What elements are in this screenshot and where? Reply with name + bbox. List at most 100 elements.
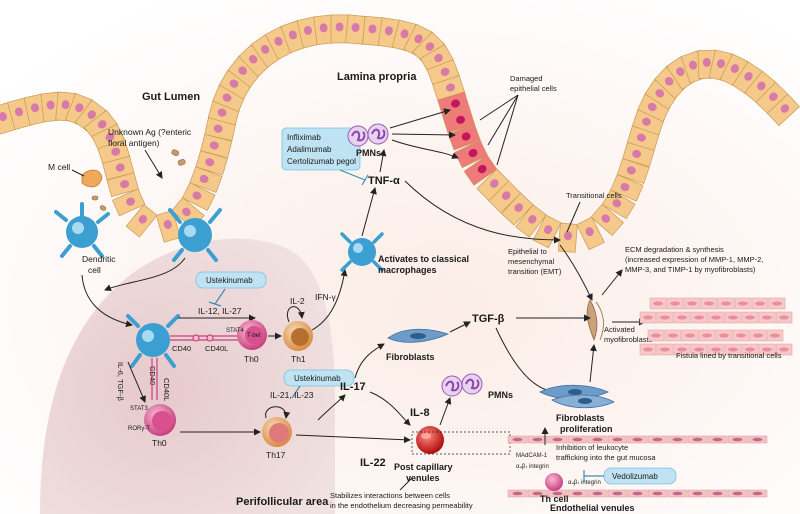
receptor-pair-top xyxy=(170,334,240,342)
th1-cell xyxy=(283,321,313,351)
fistula-cell xyxy=(690,311,708,324)
fistula-cell xyxy=(681,329,699,342)
receptor-pair-vertical xyxy=(151,358,158,400)
epithelial-cell xyxy=(40,91,62,123)
stat4-label: STAT4 xyxy=(226,328,244,334)
ustekinumab-box-1: Ustekinumab xyxy=(195,271,267,289)
th17-label: Th17 xyxy=(266,450,286,460)
damaged-epithelial-cell xyxy=(454,139,488,169)
epithelial-cell xyxy=(412,31,445,65)
epithelial-cell xyxy=(362,15,383,47)
macrophage-label-1: Activates to classical xyxy=(378,254,469,264)
fistula-cell xyxy=(700,297,718,310)
il8-label: IL-8 xyxy=(410,407,430,419)
ifn-gamma-label: IFN-γ xyxy=(315,292,337,302)
fistula-cell xyxy=(683,297,701,310)
perifollicular-area xyxy=(40,238,335,514)
endothelial-label: Endothelial venules xyxy=(550,503,635,513)
endothelial-cell xyxy=(507,489,528,498)
th-cell-small xyxy=(545,473,563,491)
myofibroblast-label-2: myofibroblasts xyxy=(604,335,653,344)
svg-text:Infliximab: Infliximab xyxy=(287,133,321,142)
endothelial-cell xyxy=(567,435,588,444)
fistula-cell xyxy=(732,329,750,342)
ecm-label-1: ECM degradation & synthesis xyxy=(625,245,724,254)
endothelial-cell xyxy=(707,489,728,498)
epithelial-cell xyxy=(330,14,349,44)
pmn-cells-bottom xyxy=(441,373,483,397)
endothelial-cell xyxy=(647,435,668,444)
epithelial-cell xyxy=(250,34,282,68)
a4b7-label-1: α₄β₇ integrin xyxy=(516,464,549,470)
antigen-particles xyxy=(91,149,186,211)
unknown-antigen-label-2: floral antigen) xyxy=(108,138,160,148)
tbet-label: T-bet xyxy=(247,333,261,339)
endothelial-cell xyxy=(627,489,648,498)
unknown-antigen-label-1: Unknown Ag (?enteric xyxy=(108,127,192,137)
fistula-cell xyxy=(768,297,786,310)
fistula-cell xyxy=(717,297,735,310)
m-cell xyxy=(81,169,103,188)
damaged-label-1: Damaged xyxy=(510,74,543,83)
epithelial-cell xyxy=(644,79,679,110)
th0-cell-bottom xyxy=(144,404,176,436)
post-capillary-venule xyxy=(416,426,444,454)
emt-label-2: mesenchymal xyxy=(508,257,555,266)
fistula-cell xyxy=(698,329,716,342)
epithelial-cell xyxy=(755,81,789,115)
fistula-cell xyxy=(741,343,759,356)
epithelial-cell-layer xyxy=(0,14,800,253)
endothelial-cell xyxy=(667,489,688,498)
endothelial-cell xyxy=(507,435,528,444)
fistula-cell xyxy=(656,311,674,324)
endothelial-cell xyxy=(527,489,548,498)
endothelial-cell xyxy=(647,489,668,498)
fistula-cell xyxy=(666,297,684,310)
epithelial-cell xyxy=(488,180,522,214)
il17-label: IL-17 xyxy=(340,381,366,393)
a4b7-label-2: α₄β₇ integrin xyxy=(568,480,601,486)
epithelial-cell xyxy=(666,56,697,91)
lamina-propria-label: Lamina propria xyxy=(337,71,417,83)
epithelial-cell xyxy=(195,150,228,176)
myofibroblast-label-1: Activated xyxy=(604,325,635,334)
th0-cell-top xyxy=(237,320,267,350)
endothelial-cell xyxy=(687,435,708,444)
stabilizes-label-2: in the endothelium decreasing permeabili… xyxy=(330,501,473,510)
macrophage-cell xyxy=(340,232,384,272)
emt-label-3: transition (EMT) xyxy=(508,267,562,276)
epithelial-cell xyxy=(515,204,547,238)
fistula-cell xyxy=(707,343,725,356)
endothelial-cell xyxy=(727,435,748,444)
perifollicular-label: Perifollicular area xyxy=(236,496,329,508)
il2-label: IL-2 xyxy=(290,296,305,306)
endothelial-cell xyxy=(547,435,568,444)
proliferating-fibroblasts xyxy=(539,384,615,409)
epithelial-cell xyxy=(296,16,321,49)
epithelial-cell xyxy=(616,158,650,185)
fistula-cell xyxy=(707,311,725,324)
endothelial-cell xyxy=(527,435,548,444)
fistula-cell xyxy=(649,297,667,310)
th0-label-top: Th0 xyxy=(244,354,259,364)
dendritic-cell-3 xyxy=(126,314,180,368)
endothelial-cell xyxy=(587,489,608,498)
fistula-cell xyxy=(639,311,657,324)
pmns-label-top: PMNs xyxy=(356,148,381,158)
dendritic-label-2: cell xyxy=(88,265,101,275)
tnf-alpha-label: TNF-α xyxy=(368,175,400,187)
ustekinumab-box-2: Ustekinumab xyxy=(283,369,355,387)
fistula-cell xyxy=(690,343,708,356)
epithelial-cell xyxy=(590,203,624,236)
endothelial-cell xyxy=(587,435,608,444)
endothelial-cell-rows xyxy=(507,435,768,498)
fistula-cell xyxy=(715,329,733,342)
dendritic-cell-2 xyxy=(168,208,222,262)
anti-tnf-drug-box: Infliximab Adalimumab Certolizumab pegol xyxy=(281,127,361,171)
pmn-cells-top xyxy=(347,123,389,147)
damaged-epithelial-cell xyxy=(447,123,481,151)
epithelial-cell xyxy=(125,204,158,238)
fistula-cell xyxy=(673,311,691,324)
